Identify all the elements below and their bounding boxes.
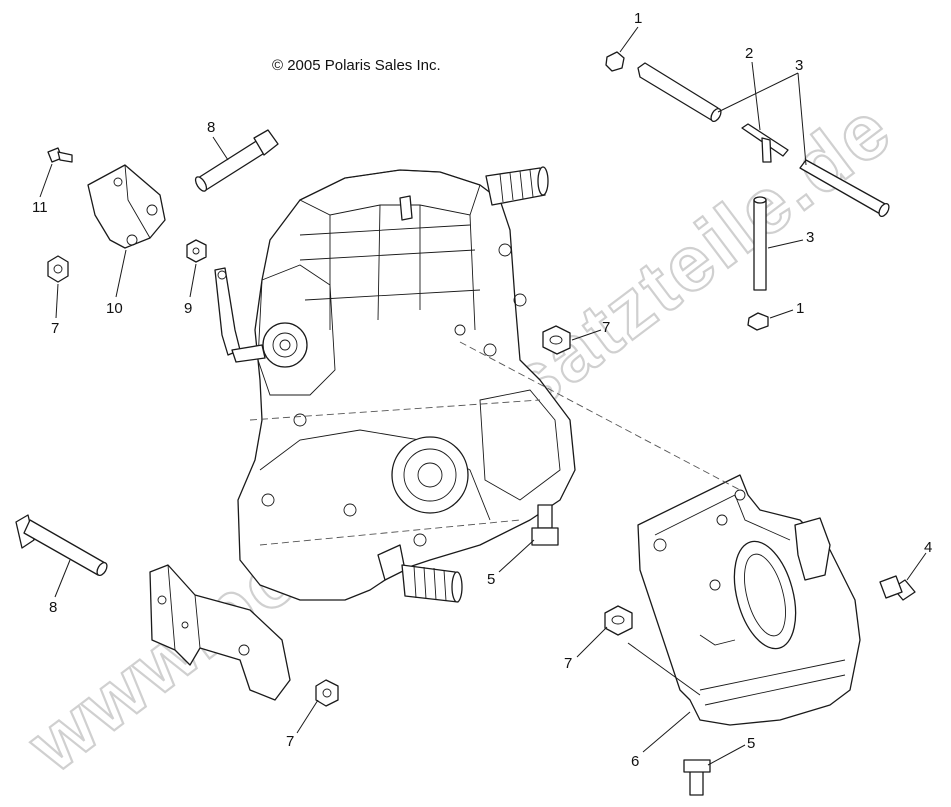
nut-small — [186, 239, 207, 263]
hose-clamp-bottom — [747, 312, 769, 331]
callout-10: 10 — [106, 300, 123, 317]
callout-1-right: 1 — [796, 300, 804, 317]
transmission-assembly — [214, 166, 576, 603]
bolt-top — [194, 129, 279, 192]
bolt-bottom — [15, 514, 108, 577]
callout-7-bottom: 7 — [286, 733, 294, 750]
callout-9: 9 — [184, 300, 192, 317]
hose-clamp-top — [605, 51, 625, 72]
callout-8-bottom: 8 — [49, 599, 57, 616]
callout-3-right: 3 — [806, 229, 814, 246]
callout-7-right: 7 — [564, 655, 572, 672]
vent-hose-vertical — [753, 199, 767, 291]
callout-6: 6 — [631, 753, 639, 770]
callout-2: 2 — [745, 45, 753, 62]
mount-bracket-lower-left — [149, 564, 291, 701]
callout-5-bottom: 5 — [747, 735, 755, 752]
callout-7-left: 7 — [51, 320, 59, 337]
small-bolt — [47, 147, 73, 163]
callout-7-center: 7 — [602, 319, 610, 336]
callout-5-center: 5 — [487, 571, 495, 588]
callout-8-top: 8 — [207, 119, 215, 136]
nut-right — [604, 605, 633, 636]
alignment-line — [459, 341, 741, 491]
leader-lines — [39, 26, 927, 766]
bolt-bottom-right — [683, 759, 711, 796]
callout-4: 4 — [924, 539, 932, 556]
callout-3-top: 3 — [795, 57, 803, 74]
mount-bracket-small — [87, 164, 166, 249]
callout-1-top: 1 — [634, 10, 642, 27]
copyright-text: © 2005 Polaris Sales Inc. — [272, 57, 441, 74]
bolt-right — [879, 575, 916, 601]
vent-hose-upper — [637, 62, 719, 122]
callouts: 1 2 3 3 1 8 11 10 9 7 7 4 5 8 7 7 6 5 — [32, 10, 932, 770]
callout-11: 11 — [32, 199, 48, 216]
bolt-center — [531, 504, 559, 546]
nut-left — [47, 255, 69, 283]
nut-center — [542, 325, 571, 355]
mount-bracket-large — [637, 474, 861, 726]
nut-bottom — [315, 679, 339, 707]
